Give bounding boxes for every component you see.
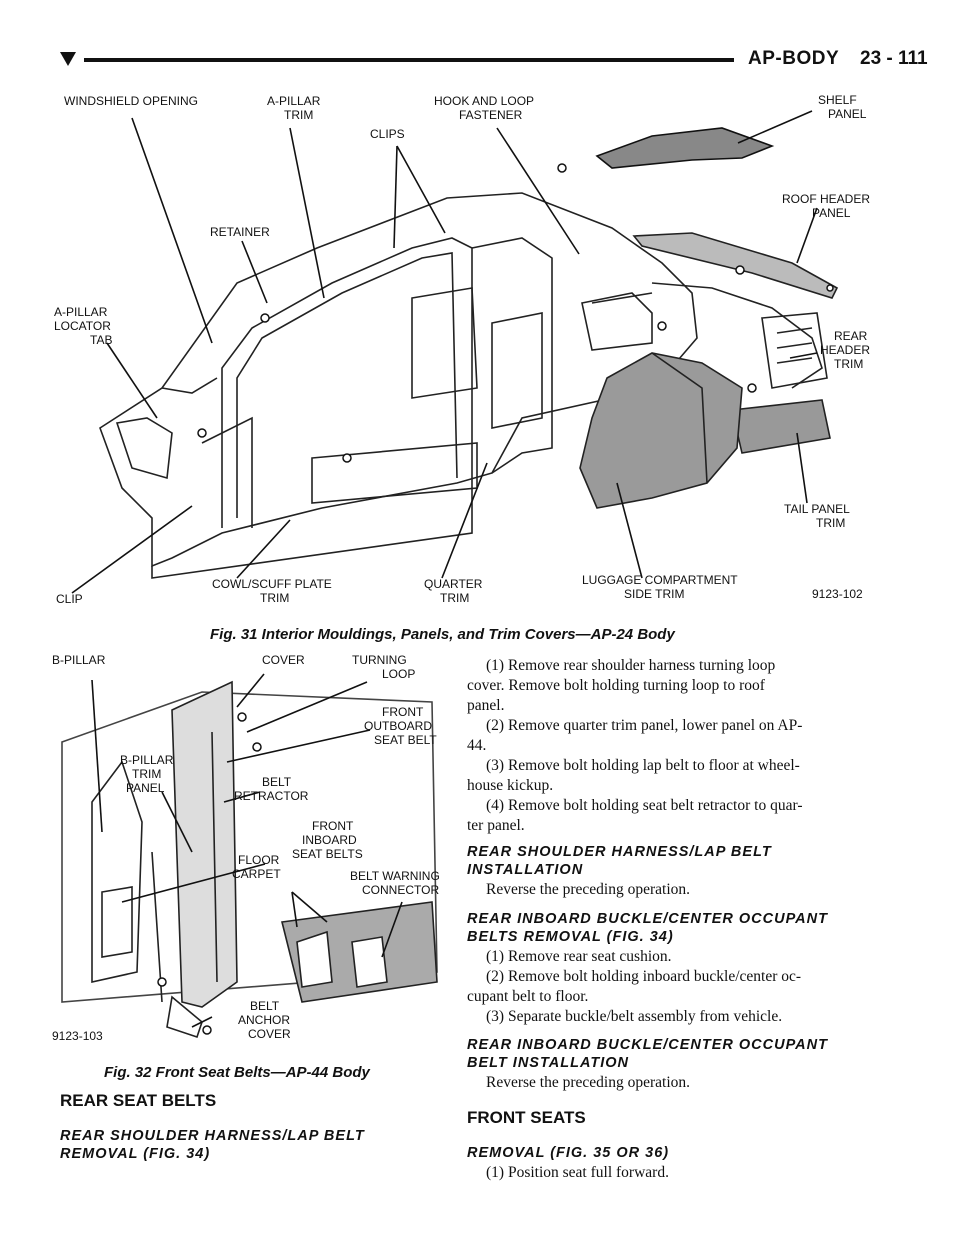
heading-removal-line-2: REMOVAL (FIG. 34) xyxy=(60,1146,211,1162)
label-cover: COVER xyxy=(262,653,305,667)
label-tail-panel: TAIL PANEL xyxy=(784,502,850,516)
heading-front-removal: REMOVAL (FIG. 35 OR 36) xyxy=(467,1145,670,1161)
install-text: Reverse the preceding operation. xyxy=(486,881,690,898)
heading-removal-line-1: REAR SHOULDER HARNESS/LAP BELT xyxy=(60,1128,365,1144)
inboard-step-2-line-2: cupant belt to floor. xyxy=(467,988,589,1005)
label-hook-loop: HOOK AND LOOP xyxy=(434,94,534,108)
step-1-line-1: (1) Remove rear shoulder harness turning… xyxy=(486,657,776,674)
roof-header-panel-shape xyxy=(632,232,839,299)
heading-rear-seat-belts: REAR SEAT BELTS xyxy=(60,1091,217,1110)
rear-header-trim-shape xyxy=(761,312,828,389)
label-luggage-trim: LUGGAGE COMPARTMENT xyxy=(582,573,738,587)
label-front-inboard-3: SEAT BELTS xyxy=(292,847,363,861)
heading-inboard-removal-line-2: BELTS REMOVAL (FIG. 34) xyxy=(467,929,674,945)
figure-31-caption: Fig. 31 Interior Mouldings, Panels, and … xyxy=(210,626,675,643)
label-front-outboard: FRONT xyxy=(382,705,424,719)
label-windshield-opening: WINDSHIELD OPENING xyxy=(64,94,198,108)
label-roof-header-2: PANEL xyxy=(812,206,851,220)
heading-install-line-2: INSTALLATION xyxy=(467,862,584,878)
label-clips: CLIPS xyxy=(370,127,405,141)
figure-32-illustration: B-PILLAR COVER TURNING LOOP FRONT OUTBOA… xyxy=(52,653,440,1043)
step-3-line-1: (3) Remove bolt holding lap belt to floo… xyxy=(486,757,800,774)
step-1-line-2: cover. Remove bolt holding turning loop … xyxy=(467,677,765,694)
label-tail-panel-2: TRIM xyxy=(816,516,845,530)
label-a-pillar-locator: A-PILLAR xyxy=(54,305,108,319)
label-cowl-scuff-2: TRIM xyxy=(260,591,289,605)
label-floor-carpet: FLOOR xyxy=(238,853,280,867)
label-front-inboard-2: INBOARD xyxy=(302,833,357,847)
label-floor-carpet-2: CARPET xyxy=(232,867,281,881)
label-belt-anchor-2: ANCHOR xyxy=(238,1013,290,1027)
label-front-outboard-2: OUTBOARD xyxy=(364,719,432,733)
tail-panel-trim-shape xyxy=(731,399,831,454)
label-quarter-trim-2: TRIM xyxy=(440,591,469,605)
page-number: 23 - 111 xyxy=(860,48,928,69)
heading-inboard-removal-line-1: REAR INBOARD BUCKLE/CENTER OCCUPANT xyxy=(467,911,828,927)
label-front-outboard-3: SEAT BELT xyxy=(374,733,437,747)
label-clip: CLIP xyxy=(56,592,83,606)
label-b-pillar: B-PILLAR xyxy=(52,653,106,667)
label-b-pillar-trim-3: PANEL xyxy=(126,781,165,795)
figure-32-caption: Fig. 32 Front Seat Belts—AP-44 Body xyxy=(104,1064,370,1081)
inboard-step-1: (1) Remove rear seat cushion. xyxy=(486,948,672,965)
section-title: AP-BODY xyxy=(748,48,840,69)
label-luggage-trim-2: SIDE TRIM xyxy=(624,587,684,601)
label-shelf-panel: SHELF xyxy=(818,93,857,107)
heading-inboard-install-line-2: BELT INSTALLATION xyxy=(467,1055,629,1071)
label-a-pillar-trim-2: TRIM xyxy=(284,108,313,122)
luggage-side-trim-shape xyxy=(579,352,743,509)
label-quarter-trim: QUARTER xyxy=(424,577,483,591)
shelf-panel-shape xyxy=(595,127,775,169)
inboard-install-text: Reverse the preceding operation. xyxy=(486,1074,690,1091)
figure-code: 9123-102 xyxy=(812,587,863,601)
label-cowl-scuff: COWL/SCUFF PLATE xyxy=(212,577,332,591)
heading-front-seats: FRONT SEATS xyxy=(467,1108,586,1127)
label-belt-retractor: BELT xyxy=(262,775,292,789)
label-b-pillar-trim: B-PILLAR xyxy=(120,753,174,767)
step-4-line-1: (4) Remove bolt holding seat belt retrac… xyxy=(486,797,803,814)
figure-code: 9123-103 xyxy=(52,1029,103,1043)
label-roof-header: ROOF HEADER xyxy=(782,192,870,206)
label-a-pillar-trim: A-PILLAR xyxy=(267,94,321,108)
label-belt-anchor-3: COVER xyxy=(248,1027,291,1041)
step-4-line-2: ter panel. xyxy=(467,817,525,834)
step-2-line-2: 44. xyxy=(467,737,487,754)
label-belt-warning-2: CONNECTOR xyxy=(362,883,439,897)
inboard-step-3: (3) Separate buckle/belt assembly from v… xyxy=(486,1008,783,1025)
label-shelf-panel-2: PANEL xyxy=(828,107,867,121)
step-3-line-2: house kickup. xyxy=(467,777,554,794)
header-rule xyxy=(84,58,734,62)
label-front-inboard: FRONT xyxy=(312,819,354,833)
step-2-line-1: (2) Remove quarter trim panel, lower pan… xyxy=(486,717,803,734)
step-1-line-3: panel. xyxy=(467,697,505,714)
inboard-step-2-line-1: (2) Remove bolt holding inboard buckle/c… xyxy=(486,968,802,985)
label-belt-anchor: BELT xyxy=(250,999,280,1013)
label-belt-retractor-2: RETRACTOR xyxy=(234,789,309,803)
page-header: AP-BODY 23 - 111 xyxy=(60,42,928,72)
heading-inboard-install-line-1: REAR INBOARD BUCKLE/CENTER OCCUPANT xyxy=(467,1037,828,1053)
label-a-pillar-locator-3: TAB xyxy=(90,333,112,347)
figure-31-illustration: WINDSHIELD OPENING A-PILLAR TRIM CLIPS H… xyxy=(54,93,870,606)
triangle-marker-icon xyxy=(60,52,76,66)
label-belt-warning: BELT WARNING xyxy=(350,869,440,883)
label-rear-header-2: HEADER xyxy=(820,343,870,357)
front-seat-step-1: (1) Position seat full forward. xyxy=(486,1164,669,1181)
label-b-pillar-trim-2: TRIM xyxy=(132,767,161,781)
heading-install-line-1: REAR SHOULDER HARNESS/LAP BELT xyxy=(467,844,772,860)
b-pillar-trim-shape xyxy=(171,680,238,1008)
label-a-pillar-locator-2: LOCATOR xyxy=(54,319,111,333)
label-rear-header-3: TRIM xyxy=(834,357,863,371)
label-turning-loop: TURNING xyxy=(352,653,407,667)
label-turning-loop-2: LOOP xyxy=(382,667,415,681)
label-retainer: RETAINER xyxy=(210,225,270,239)
label-hook-loop-2: FASTENER xyxy=(459,108,523,122)
label-rear-header: REAR xyxy=(834,329,868,343)
